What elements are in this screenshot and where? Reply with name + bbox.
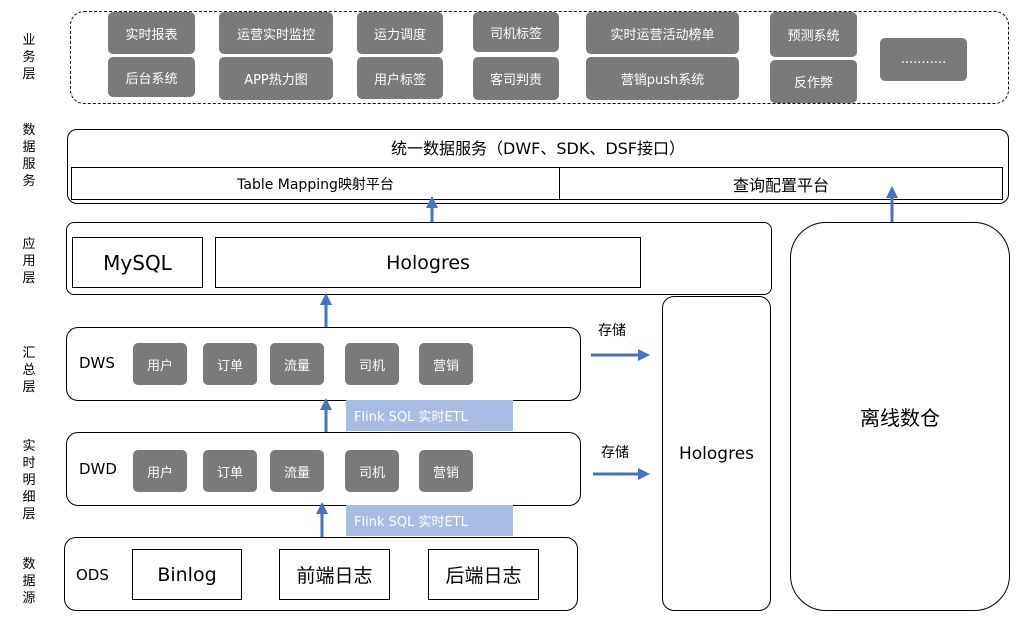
business-item-user-tag: 用户标签: [357, 57, 443, 99]
dwd-item-traffic: 流量: [270, 450, 324, 492]
business-item-activity-ranking: 实时运营活动榜单: [586, 12, 739, 54]
app-mysql: MySQL: [72, 237, 203, 288]
business-item-dispute: 客司判责: [473, 57, 559, 100]
dwd-item-driver: 司机: [345, 450, 399, 492]
table-mapping-platform: Table Mapping映射平台: [71, 167, 560, 200]
dws-item-driver: 司机: [345, 343, 399, 385]
business-item-more: ...........: [880, 38, 967, 81]
dwd-label: DWD: [79, 460, 117, 478]
business-item-realtime-report: 实时报表: [108, 12, 195, 54]
ods-frontend-log: 前端日志: [279, 549, 390, 600]
dws-item-traffic: 流量: [270, 343, 324, 385]
business-item-app-heatmap: APP热力图: [219, 57, 333, 100]
dwd-item-order: 订单: [203, 450, 257, 492]
offline-warehouse: 离线数仓: [790, 222, 1010, 611]
business-item-ops-monitor: 运营实时监控: [219, 12, 333, 54]
ods-binlog: Binlog: [132, 549, 242, 600]
business-layer-container: [70, 11, 1009, 104]
layer-label-data-service: 数据服务: [22, 123, 36, 189]
layer-label-business: 业务层: [22, 33, 36, 82]
data-service-title: 统一数据服务（DWF、SDK、DSF接口）: [391, 139, 685, 158]
business-item-dispatch: 运力调度: [357, 12, 443, 54]
ods-backend-log: 后端日志: [428, 549, 539, 600]
dws-label: DWS: [79, 354, 115, 372]
storage-label-dwd: 存储: [601, 445, 629, 461]
dws-item-order: 订单: [203, 343, 257, 385]
business-item-anti-fraud: 反作弊: [770, 60, 857, 103]
storage-label-dws: 存储: [598, 323, 626, 339]
app-hologres: Hologres: [215, 237, 641, 288]
layer-label-application: 应用层: [22, 237, 36, 286]
hologres-store: Hologres: [662, 296, 771, 611]
dws-item-marketing: 营销: [419, 343, 473, 385]
layer-label-detail: 实时明细层: [22, 439, 36, 522]
ods-label: ODS: [76, 566, 109, 584]
layer-label-source: 数据源: [22, 557, 36, 606]
dws-item-user: 用户: [133, 343, 187, 385]
business-item-backend-system: 后台系统: [108, 57, 195, 97]
business-item-driver-tag: 司机标签: [473, 12, 559, 52]
dwd-item-user: 用户: [133, 450, 187, 492]
etl-band-ods-to-dwd: Flink SQL 实时ETL: [346, 505, 513, 536]
query-config-platform: 查询配置平台: [559, 167, 1003, 200]
business-item-forecast: 预测系统: [770, 12, 857, 57]
etl-band-dwd-to-dws: Flink SQL 实时ETL: [346, 400, 513, 431]
dwd-item-marketing: 营销: [419, 450, 473, 492]
business-item-marketing-push: 营销push系统: [586, 57, 739, 100]
layer-label-summary: 汇总层: [22, 346, 36, 395]
